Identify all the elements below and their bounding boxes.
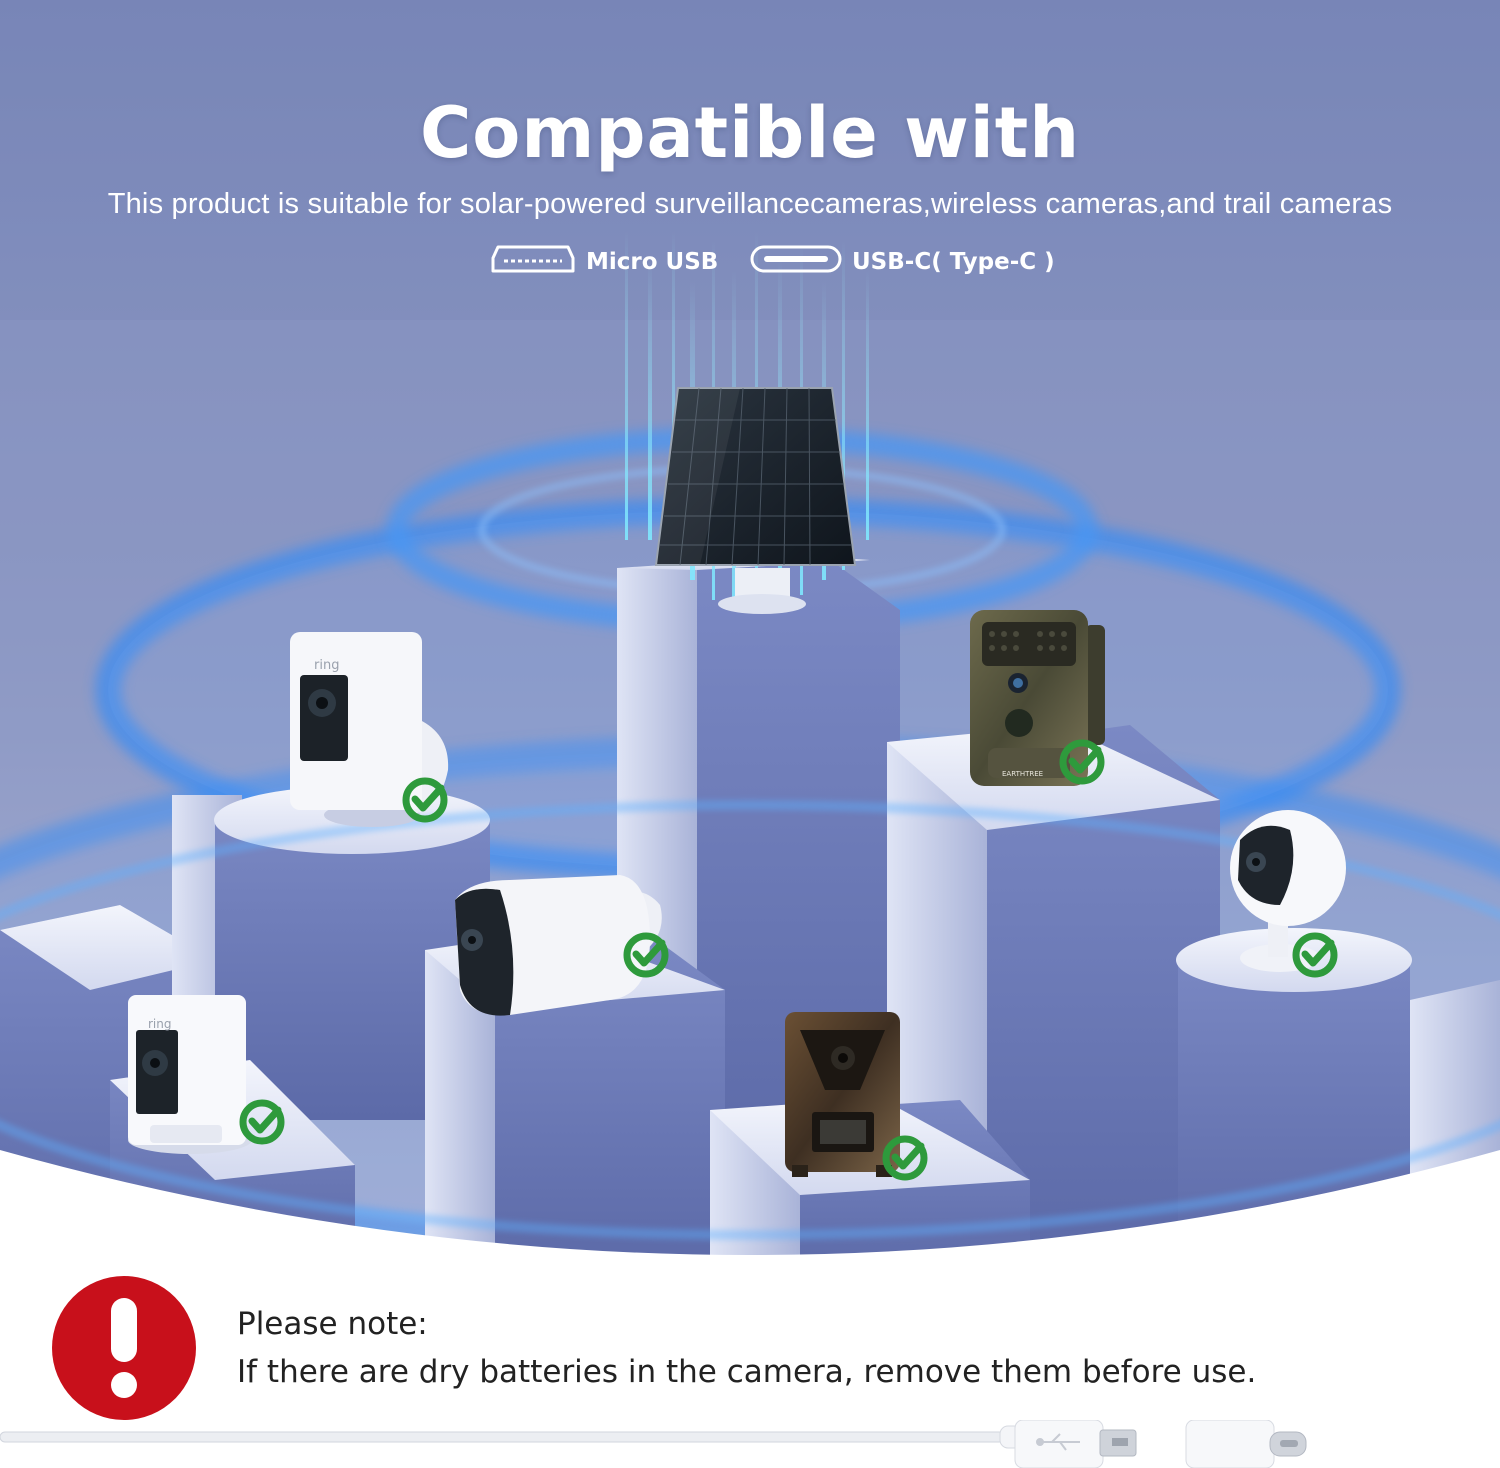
check-icon: [402, 777, 448, 823]
ring-logo-bottom: ring: [148, 1017, 172, 1031]
check-icons: [239, 739, 1338, 1181]
cable-illustration: [0, 1419, 1500, 1468]
trail-camera-bottom: [785, 1012, 900, 1177]
port-label-micro-usb: Micro USB: [586, 249, 719, 275]
trail-camera-top: EARTHTREE: [970, 610, 1105, 786]
ring-logo-top: ring: [314, 658, 339, 673]
scene-illustration: ring ring: [0, 0, 1500, 1270]
usb-symbol-icon: [1036, 1433, 1080, 1451]
note-title: Please note:: [237, 1306, 428, 1342]
page-title: Compatible with: [419, 92, 1081, 174]
port-label-usb-c: USB-C( Type-C ): [852, 249, 1055, 275]
micro-usb-plug: [1014, 1419, 1137, 1468]
check-icon: [239, 1099, 285, 1145]
check-icon: [882, 1135, 928, 1181]
ring-camera-bottom: ring: [128, 995, 252, 1154]
warning-icon: [52, 1276, 196, 1420]
bullet-camera: [455, 875, 662, 1016]
earthtree-logo: EARTHTREE: [1002, 770, 1043, 778]
micro-usb-icon: [490, 244, 576, 280]
page-subtitle: This product is suitable for solar-power…: [107, 188, 1393, 220]
product-scene: ring ring: [0, 0, 1500, 1270]
note-text: If there are dry batteries in the camera…: [237, 1354, 1257, 1390]
port-micro-usb: Micro USB: [490, 244, 718, 280]
check-icon: [1059, 739, 1105, 785]
usb-c-icon: [750, 244, 842, 280]
check-icon: [623, 932, 669, 978]
solar-panel: [654, 387, 857, 614]
dome-camera: [1230, 810, 1346, 972]
usb-c-adapter: [1185, 1419, 1307, 1468]
check-icon: [1292, 932, 1338, 978]
port-usb-c: USB-C( Type-C ): [750, 244, 1055, 280]
